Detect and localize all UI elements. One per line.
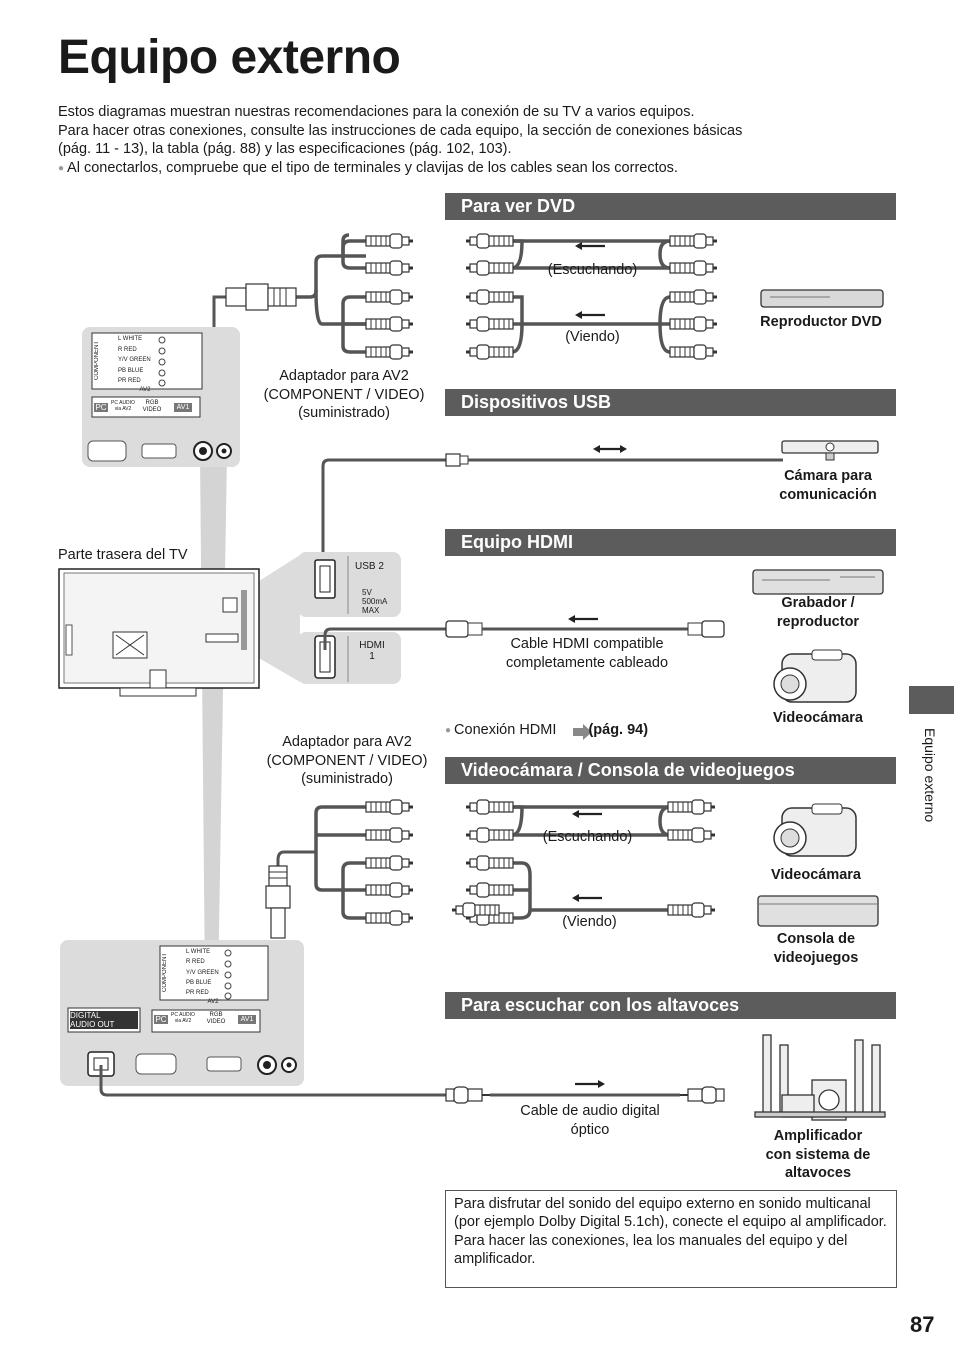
intro-line-4: Al conectarlos, compruebe que el tipo de… (58, 159, 858, 179)
pcaudio-label-bottom: PC AUDIO via AV2 (171, 1012, 195, 1024)
camcorder-label-1: Videocámara (772, 710, 863, 726)
viendo-label-2: (Viendo) (562, 914, 617, 930)
av2-label-top: AV2 (139, 387, 151, 393)
hdmi-page-ref: (pág. 94) (588, 722, 649, 738)
page-number: 87 (910, 1312, 935, 1337)
section-header-hdmi: Equipo HDMI (445, 529, 896, 556)
rgb-label-top: RGB VIDEO (142, 400, 162, 413)
panel-channels-top: L WHITE R RED Y/V GREEN PB BLUE PR RED (118, 336, 151, 384)
page-title: Equipo externo (58, 31, 401, 84)
intro-line-2: Para hacer otras conexiones, consulte la… (58, 122, 743, 139)
amplifier-label: Amplificador con sistema de altavoces (765, 1128, 871, 1181)
component-label-top: COMPONENT (94, 341, 100, 381)
rgb-label-bottom: RGB VIDEO (206, 1012, 226, 1025)
hdmi-port-label: HDMI 1 (359, 640, 385, 662)
hdmi-connection-note: Conexión HDMI (pág. 94) (445, 722, 648, 738)
section-header-dvd: Para ver DVD (445, 193, 896, 220)
adapter-label-bottom: Adaptador para AV2 (COMPONENT / VIDEO) (… (266, 734, 428, 787)
viendo-label-1: (Viendo) (565, 329, 620, 345)
escuchando-label-1: (Escuchando) (547, 262, 638, 278)
usb-port-label: USB 2 (355, 561, 384, 572)
section-header-camcorder: Videocámara / Consola de videojuegos (445, 757, 896, 784)
camera-label: Cámara para comunicación (779, 468, 877, 503)
digital-audio-out-label: DIGITAL AUDIO OUT (70, 1011, 138, 1029)
panel-channels-bottom: L WHITE R RED Y/V GREEN PB BLUE PR RED (186, 949, 219, 997)
note-paragraph-2: Para hacer las conexiones, lea los manua… (454, 1232, 848, 1267)
intro-line-1: Estos diagramas muestran nuestras recome… (58, 104, 695, 120)
console-label: Consola de videojuegos (773, 931, 859, 966)
section-header-speakers: Para escuchar con los altavoces (445, 992, 896, 1019)
component-label-bottom: COMPONENT (162, 953, 168, 993)
note-box: Para disfrutar del sonido del equipo ext… (445, 1190, 897, 1288)
adapter-label-top: Adaptador para AV2 (COMPONENT / VIDEO) (… (263, 368, 425, 421)
pc-label-bottom: PC (154, 1015, 168, 1024)
pc-label-top: PC (94, 403, 108, 412)
recorder-label: Grabador / reproductor (776, 595, 860, 630)
av1-label-bottom: AV1 (238, 1015, 256, 1024)
intro-line-3: (pág. 11 - 13), la tabla (pág. 88) y las… (58, 141, 512, 157)
escuchando-label-2: (Escuchando) (542, 829, 633, 845)
pcaudio-label-top: PC AUDIO via AV2 (111, 400, 135, 412)
usb-spec-label: 5V 500mA MAX (362, 588, 388, 615)
av2-label-bottom: AV2 (207, 999, 219, 1005)
side-label: Equipo externo (922, 728, 938, 823)
optical-cable-label: Cable de audio digital óptico (520, 1103, 660, 1138)
intro-text: Estos diagramas muestran nuestras recome… (58, 103, 858, 178)
av1-label-top: AV1 (174, 403, 192, 412)
note-paragraph-1: Para disfrutar del sonido del equipo ext… (454, 1196, 887, 1231)
dvd-player-label: Reproductor DVD (760, 314, 882, 330)
side-tab (909, 686, 954, 714)
hdmi-cable-label: Cable HDMI compatible completamente cabl… (505, 636, 669, 671)
tv-rear-label: Parte trasera del TV (58, 547, 188, 563)
section-header-usb: Dispositivos USB (445, 389, 896, 416)
camcorder-label-2: Videocámara (770, 867, 861, 883)
